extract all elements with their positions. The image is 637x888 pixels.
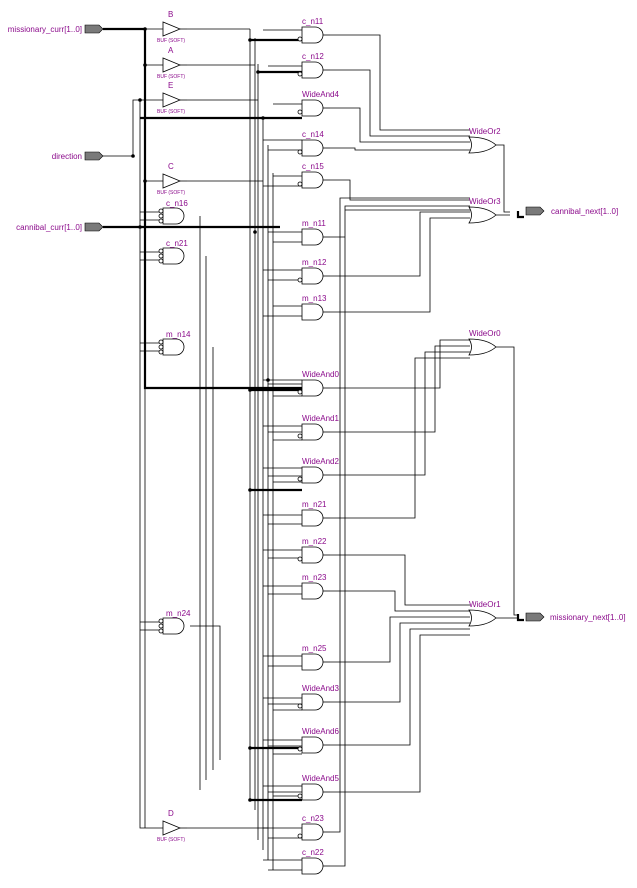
gate-m_n21: m_n21: [301, 500, 330, 527]
gate-label: c_n16: [166, 199, 188, 208]
gate-label: m_n12: [302, 258, 327, 267]
gate-label: c_n14: [302, 130, 324, 139]
buffer-type: BUF (SOFT): [157, 837, 185, 843]
gate-WideAnd6: WideAnd6: [297, 727, 339, 754]
buffer-type: BUF (SOFT): [157, 109, 185, 115]
gate-label: c_n23: [302, 814, 324, 823]
gate-label: c_n15: [302, 162, 324, 171]
gate-label: m_n24: [166, 609, 191, 618]
gate-label: WideOr3: [469, 197, 501, 206]
buffer-e: E BUF (SOFT): [157, 81, 187, 115]
gate-m_n23: m_n23: [301, 573, 330, 600]
gate-WideOr1: WideOr1: [468, 600, 501, 627]
port-cannibal-next: cannibal_next[1..0]: [525, 206, 618, 216]
gate-m_n11: m_n11: [301, 219, 330, 246]
buffer-name: B: [168, 10, 173, 19]
gate-label: c_n22: [302, 848, 324, 857]
gate-label: m_n13: [302, 294, 327, 303]
gate-WideAnd2: WideAnd2: [297, 457, 339, 484]
gate-WideOr3: WideOr3: [468, 197, 501, 224]
port-label: missionary_curr[1..0]: [8, 25, 82, 34]
gate-c_n23: c_n23: [297, 814, 330, 841]
gate-m_n22: m_n22: [297, 537, 330, 564]
gate-label: WideOr0: [469, 329, 501, 338]
port-label: direction: [52, 152, 82, 161]
junctions: [131, 27, 270, 802]
gate-WideOr2: WideOr2: [468, 127, 501, 154]
buffer-c: C BUF (SOFT): [157, 162, 187, 196]
gate-label: c_n21: [166, 239, 188, 248]
gate-c_n11: c_n11: [297, 17, 330, 44]
gate-label: m_n14: [166, 330, 191, 339]
gate-m_n25: m_n25: [301, 644, 330, 671]
gate-label: m_n21: [302, 500, 327, 509]
wiring: [103, 27, 524, 871]
port-missionary-curr: missionary_curr[1..0]: [8, 24, 104, 34]
gate-label: WideOr1: [469, 600, 501, 609]
buffer-name: E: [168, 81, 173, 90]
gate-label: m_n23: [302, 573, 327, 582]
port-label: missionary_next[1..0]: [550, 613, 626, 622]
buffer-type: BUF (SOFT): [157, 74, 185, 80]
gate-label: WideAnd1: [302, 414, 339, 423]
gate-label: WideAnd5: [302, 774, 339, 783]
gate-label: c_n12: [302, 52, 324, 61]
gate-label: WideAnd6: [302, 727, 339, 736]
gate-c_n12: c_n12: [297, 52, 330, 79]
port-label: cannibal_next[1..0]: [551, 207, 618, 216]
gate-label: c_n11: [302, 17, 324, 26]
buffer-name: C: [168, 162, 174, 171]
gate-WideAnd5: WideAnd5: [297, 774, 339, 801]
gate-c_n14: c_n14: [297, 130, 330, 157]
gate-WideOr0: WideOr0: [468, 329, 501, 356]
gate-c_n22: c_n22: [301, 848, 330, 875]
buffer-name: D: [168, 809, 174, 818]
buffer-b: B BUF (SOFT): [157, 10, 187, 44]
port-direction: direction: [52, 151, 104, 161]
gate-WideAnd3: WideAnd3: [297, 684, 339, 711]
gate-WideAnd0: WideAnd0: [297, 370, 339, 397]
buffer-name: A: [168, 46, 174, 55]
gate-label: WideOr2: [469, 127, 501, 136]
buffer-d: D BUF (SOFT): [157, 809, 187, 843]
port-cannibal-curr: cannibal_curr[1..0]: [16, 222, 104, 232]
gate-m_n13: m_n13: [301, 294, 330, 321]
port-label: cannibal_curr[1..0]: [16, 223, 82, 232]
gate-label: WideAnd2: [302, 457, 339, 466]
gate-label: WideAnd4: [302, 90, 339, 99]
gate-WideAnd1: WideAnd1: [297, 414, 339, 441]
port-missionary-next: missionary_next[1..0]: [525, 612, 626, 622]
gate-label: m_n11: [302, 219, 326, 228]
gate-label: m_n22: [302, 537, 327, 546]
gate-label: WideAnd0: [302, 370, 339, 379]
buffer-a: A BUF (SOFT): [157, 46, 187, 80]
gate-m_n14: m_n14: [158, 330, 191, 356]
gate-m_n12: m_n12: [297, 258, 330, 285]
gate-WideAnd4: WideAnd4: [297, 90, 339, 117]
gate-label: m_n25: [302, 644, 327, 653]
gate-c_n16: c_n16: [158, 199, 188, 225]
gate-label: WideAnd3: [302, 684, 339, 693]
gate-c_n21: c_n21: [158, 239, 188, 265]
gate-c_n15: c_n15: [297, 162, 330, 189]
buffer-type: BUF (SOFT): [157, 190, 185, 196]
gate-m_n24: m_n24: [158, 609, 191, 635]
buffer-type: BUF (SOFT): [157, 38, 185, 44]
left-gates-layer: c_n16 c_n21 m_n14 m_n24: [158, 199, 191, 635]
